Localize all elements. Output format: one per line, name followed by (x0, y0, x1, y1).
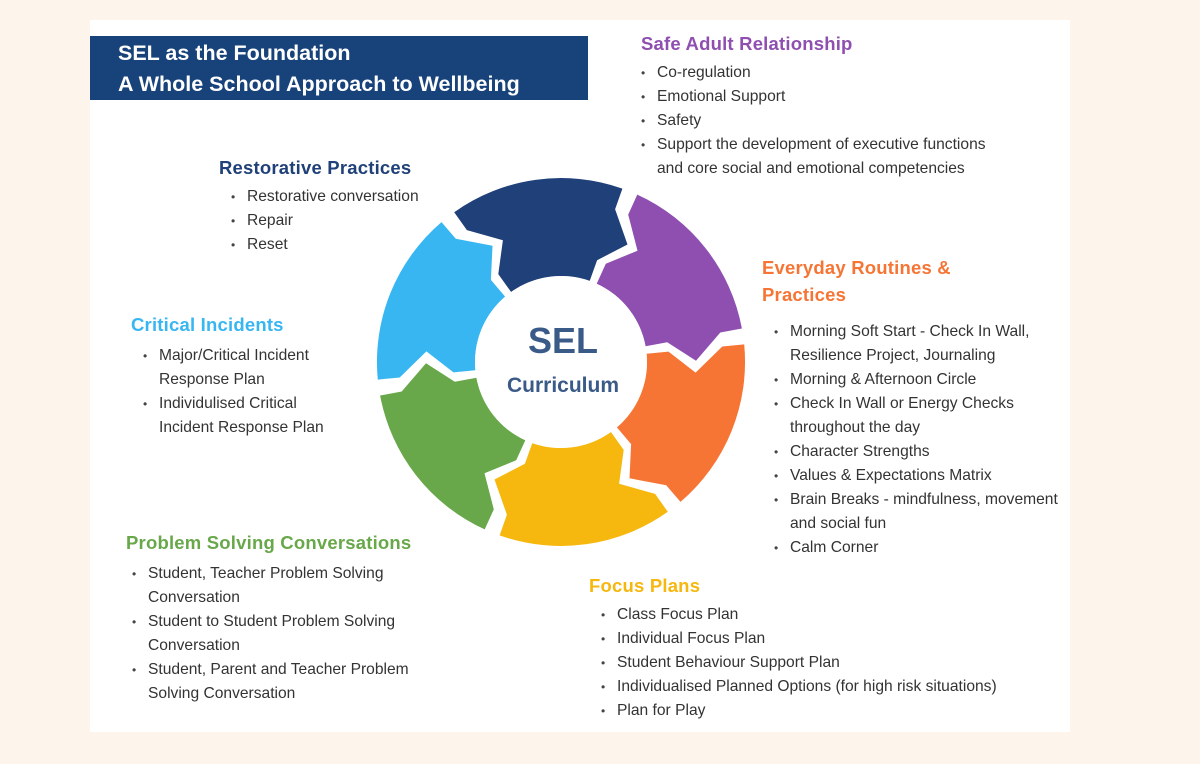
list-item: Repair (231, 209, 479, 233)
list-item: Student to Student Problem Solving Conve… (132, 610, 452, 658)
list-item: Class Focus Plan (601, 603, 1049, 627)
center-label-curriculum: Curriculum (507, 374, 619, 397)
title-line-1: SEL as the Foundation (118, 41, 351, 65)
list-item: Major/Critical Incident Response Plan (143, 344, 343, 392)
section-critical: Critical Incidents Major/Critical Incide… (131, 311, 371, 440)
center-label-sel: SEL (528, 320, 598, 361)
list-item: Emotional Support (641, 85, 1013, 109)
list-item: Brain Breaks - mindfulness, movement and… (774, 488, 1062, 536)
list-everyday: Morning Soft Start - Check In Wall, Resi… (774, 320, 1062, 560)
list-problem: Student, Teacher Problem Solving Convers… (132, 562, 452, 706)
list-focus: Class Focus Plan Individual Focus Plan S… (601, 603, 1049, 723)
heading-focus: Focus Plans (589, 575, 701, 596)
list-item: Individualised Planned Options (for high… (601, 675, 1049, 699)
cycle-center-circle (475, 276, 647, 448)
list-critical: Major/Critical Incident Response Plan In… (143, 344, 343, 440)
list-item: Morning Soft Start - Check In Wall, Resi… (774, 320, 1062, 368)
list-item: Co-regulation (641, 61, 1013, 85)
list-item: Character Strengths (774, 440, 1062, 464)
heading-safe-adult: Safe Adult Relationship (641, 33, 853, 54)
section-safe-adult: Safe Adult Relationship Co-regulation Em… (641, 30, 1041, 181)
cycle-segment-yellow (494, 432, 668, 546)
list-restorative: Restorative conversation Repair Reset (231, 185, 479, 257)
list-item: Student, Parent and Teacher Problem Solv… (132, 658, 452, 706)
heading-problem: Problem Solving Conversations (126, 532, 412, 553)
list-item: Individulised Critical Incident Response… (143, 392, 343, 440)
list-item: Student, Teacher Problem Solving Convers… (132, 562, 452, 610)
list-item: Calm Corner (774, 536, 1062, 560)
section-restorative: Restorative Practices Restorative conver… (219, 154, 479, 257)
heading-restorative: Restorative Practices (219, 157, 412, 178)
cycle-segment-navy (454, 178, 628, 292)
list-item: Support the development of executive fun… (641, 133, 1013, 181)
cycle-segment-blue (376, 222, 506, 380)
list-item: Morning & Afternoon Circle (774, 368, 1062, 392)
list-item: Check In Wall or Energy Checks throughou… (774, 392, 1062, 440)
list-item: Reset (231, 233, 479, 257)
list-item: Student Behaviour Support Plan (601, 651, 1049, 675)
list-item: Restorative conversation (231, 185, 479, 209)
section-problem: Problem Solving Conversations Student, T… (126, 529, 506, 706)
list-safe-adult: Co-regulation Emotional Support Safety S… (641, 61, 1013, 181)
sel-cycle-diagram: SEL Curriculum (376, 178, 746, 546)
list-item: Plan for Play (601, 699, 1049, 723)
cycle-segment-purple (596, 194, 742, 361)
title-line-2: A Whole School Approach to Wellbeing (118, 72, 520, 96)
title-banner: SEL as the Foundation A Whole School App… (90, 36, 588, 100)
section-focus: Focus Plans Class Focus Plan Individual … (589, 572, 1049, 723)
heading-everyday: Everyday Routines & Practices (762, 257, 951, 305)
section-everyday: Everyday Routines & Practices Morning So… (762, 254, 1062, 560)
list-item: Values & Expectations Matrix (774, 464, 1062, 488)
cycle-segment-orange (616, 344, 746, 502)
list-item: Safety (641, 109, 1013, 133)
cycle-segments (376, 178, 746, 546)
list-item: Individual Focus Plan (601, 627, 1049, 651)
cycle-segment-green (380, 363, 526, 530)
heading-critical: Critical Incidents (131, 314, 284, 335)
